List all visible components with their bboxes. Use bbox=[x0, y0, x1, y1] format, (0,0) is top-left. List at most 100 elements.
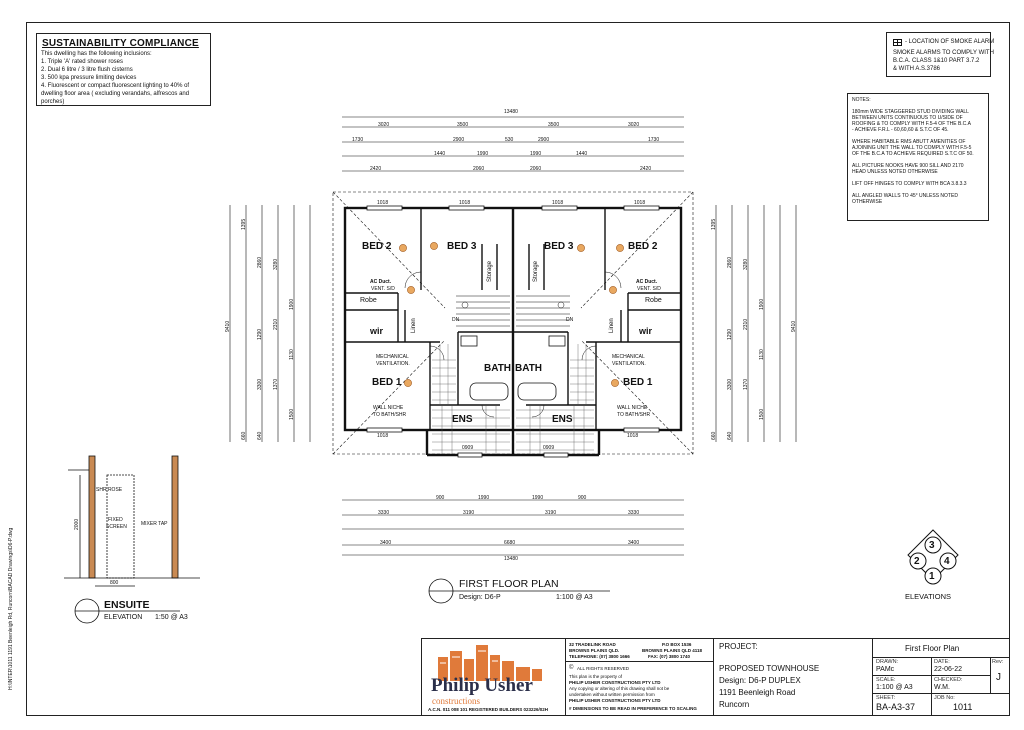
mech-vent-label: MECHANICAL bbox=[612, 354, 645, 360]
window-size: 1018 bbox=[377, 200, 389, 206]
sustainability-intro: This dwelling has the following inclusio… bbox=[41, 51, 152, 57]
brand-name: Philip Usher bbox=[431, 675, 533, 696]
dim: 1500 bbox=[289, 408, 295, 420]
window-size: 0909 bbox=[543, 445, 555, 451]
room-label: Linen bbox=[411, 318, 417, 333]
dim: 1370 bbox=[273, 378, 279, 390]
dim: 3020 bbox=[628, 122, 640, 128]
dim: 1730 bbox=[648, 137, 660, 143]
dim: 1130 bbox=[759, 349, 765, 360]
elevation-number: 3 bbox=[929, 540, 935, 551]
dim: 1990 bbox=[478, 495, 490, 501]
fixed-screen-label: FIXED bbox=[108, 517, 123, 523]
brand-sub: constructions bbox=[432, 696, 480, 706]
dim: 900 bbox=[578, 495, 587, 501]
room-label: BED 3 bbox=[544, 241, 574, 252]
sustainability-item: dwelling floor area ( excluding verandah… bbox=[41, 91, 190, 97]
room-label: ENS bbox=[452, 414, 473, 425]
dim: 3500 bbox=[548, 122, 560, 128]
mech-vent-label: VENTILATION. bbox=[376, 361, 410, 367]
room-label: Robe bbox=[360, 297, 377, 304]
note-line: OTHERWISE bbox=[852, 199, 883, 205]
smoke-legend: - LOCATION OF SMOKE ALARM bbox=[905, 39, 995, 45]
mech-vent-label: VENTILATION. bbox=[612, 361, 646, 367]
room-label: wir bbox=[370, 326, 384, 336]
job-label: JOB No: bbox=[934, 695, 955, 701]
dim: 3330 bbox=[628, 510, 640, 516]
note-line: - ACHIEVE F.R.L - 60,60,60 & S.T.C OF 45… bbox=[852, 127, 949, 133]
window-size: 1018 bbox=[552, 200, 564, 206]
address-line: BROWNS PLAINS QLD. bbox=[569, 648, 620, 653]
dim: 3190 bbox=[463, 510, 475, 516]
note-line: ROOFING & TO COMPLY WITH F.5-4 OF THE B.… bbox=[852, 121, 971, 127]
plan-design: Design: D6-P bbox=[459, 594, 501, 601]
legal-text: # DIMENSIONS TO BE READ IN PREFERENCE TO… bbox=[569, 706, 697, 711]
dim: 640 bbox=[257, 431, 263, 440]
checked-label: CHECKED: bbox=[934, 677, 963, 683]
note-line: BETWEEN UNITS CONTINUOUS TO U/SIDE OF bbox=[852, 115, 963, 121]
dim: 900 bbox=[436, 495, 445, 501]
legal-text: This plan is the property of bbox=[569, 674, 623, 679]
dim-overall: 9410 bbox=[225, 320, 231, 332]
address-line: P.O BOX 1536 bbox=[662, 642, 692, 647]
dim: 3400 bbox=[380, 540, 392, 546]
project-label: PROJECT: bbox=[719, 642, 758, 651]
job-value: 1011 bbox=[953, 702, 973, 712]
address-cell: 32 TRADELINK ROAD BROWNS PLAINS QLD. P.O… bbox=[565, 639, 714, 715]
dim: 3020 bbox=[378, 122, 390, 128]
room-label: BED 1 bbox=[372, 377, 402, 388]
window-size: 1018 bbox=[627, 433, 639, 439]
elevations-label: ELEVATIONS bbox=[905, 592, 951, 601]
smoke-note: B.C.A. CLASS 1&10 PART 3.7.2 bbox=[893, 58, 980, 64]
sustainability-item: 1. Triple 'A' rated shower roses bbox=[41, 59, 123, 65]
dim-overall: 13480 bbox=[504, 109, 518, 115]
vent-label: VENT. S/D bbox=[637, 286, 661, 292]
fax: FAX: (07) 3800 1740 bbox=[648, 654, 691, 659]
ac-duct-label: AC Duct. bbox=[636, 279, 658, 285]
address-line: BROWNS PLAINS QLD 4118 bbox=[642, 648, 703, 653]
acn-text: A.C.N. 011 008 101 REGISTERED BUILDERS 0… bbox=[428, 707, 549, 712]
dim-overall: 13480 bbox=[504, 556, 518, 562]
address-line: 32 TRADELINK ROAD bbox=[569, 642, 616, 647]
project-design: Design: D6-P DUPLEX bbox=[719, 676, 801, 685]
date-value: 22-06-22 bbox=[934, 666, 963, 673]
note-line: LIFT OFF HINGES TO COMPLY WITH BCA 3.8.3… bbox=[852, 181, 967, 187]
dim: 800 bbox=[110, 580, 119, 586]
room-label: Robe bbox=[645, 297, 662, 304]
dim: 3280 bbox=[743, 258, 749, 270]
dim: 2860 bbox=[727, 256, 733, 268]
room-label: BED 2 bbox=[628, 241, 658, 252]
sustainability-title: SUSTAINABILITY COMPLIANCE bbox=[42, 38, 199, 49]
dim: 3400 bbox=[628, 540, 640, 546]
notes-title: NOTES: bbox=[852, 97, 871, 103]
dim: 3300 bbox=[727, 378, 733, 390]
window-size: 1018 bbox=[377, 433, 389, 439]
ac-duct-label: AC Duct. bbox=[370, 279, 392, 285]
scale-label: SCALE: bbox=[876, 677, 896, 683]
sustainability-item: 2. Dual 6 litre / 3 litre flush cisterns bbox=[41, 67, 133, 73]
dim: 1730 bbox=[352, 137, 364, 143]
plan-scale: 1:100 @ A3 bbox=[556, 594, 593, 601]
dim: 660 bbox=[241, 431, 247, 440]
dim: 3280 bbox=[273, 258, 279, 270]
dim: 2420 bbox=[370, 166, 382, 172]
dim: 1440 bbox=[434, 151, 446, 157]
dim: 660 bbox=[711, 431, 717, 440]
dim: 2310 bbox=[743, 318, 749, 330]
dim: 3500 bbox=[457, 122, 469, 128]
window-size: 1018 bbox=[634, 200, 646, 206]
dim: 530 bbox=[505, 137, 514, 143]
smoke-alarm-box: - LOCATION OF SMOKE ALARM SMOKE ALARMS T… bbox=[886, 32, 995, 77]
dim: 6680 bbox=[504, 540, 516, 546]
note-line: WHERE HABITABLE RMS ABUTT AMENITIES OF bbox=[852, 139, 966, 145]
smoke-alarm-icon bbox=[893, 39, 902, 46]
dim: 1990 bbox=[530, 151, 542, 157]
smoke-note: & WITH A.S.3786 bbox=[893, 66, 941, 72]
dim: 1900 bbox=[759, 298, 765, 310]
ensuite-title: ENSUITE bbox=[104, 599, 150, 611]
note-line: 180mm WIDE STAGGERED STUD DIVIDING WALL bbox=[852, 109, 969, 115]
note-line: HEAD UNLESS NOTED OTHERWISE bbox=[852, 169, 938, 175]
niche-label: TO BATH/SHR bbox=[617, 412, 651, 418]
dim: 1900 bbox=[289, 298, 295, 310]
